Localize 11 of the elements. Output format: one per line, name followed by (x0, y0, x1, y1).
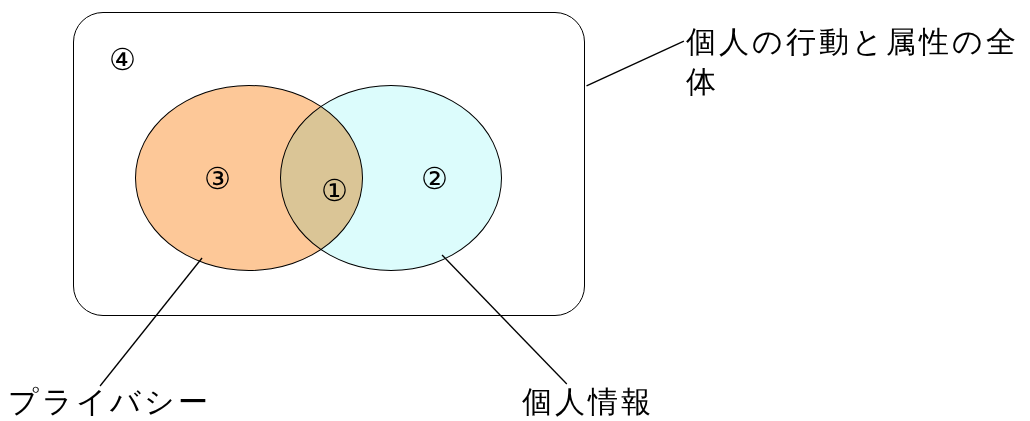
region-number: ① (321, 176, 348, 206)
caption-text: 個人情報 (522, 382, 682, 421)
leader-line (585, 40, 685, 87)
leader-line (99, 257, 203, 387)
region-number: ③ (204, 164, 231, 194)
leader-line (441, 254, 568, 385)
frame-box (73, 12, 585, 316)
region-number: ② (421, 164, 448, 194)
caption-text: プライバシー (8, 382, 268, 421)
region-number: ④ (109, 45, 136, 75)
caption-text: 個人の行動と属性の全体 (686, 22, 1030, 102)
